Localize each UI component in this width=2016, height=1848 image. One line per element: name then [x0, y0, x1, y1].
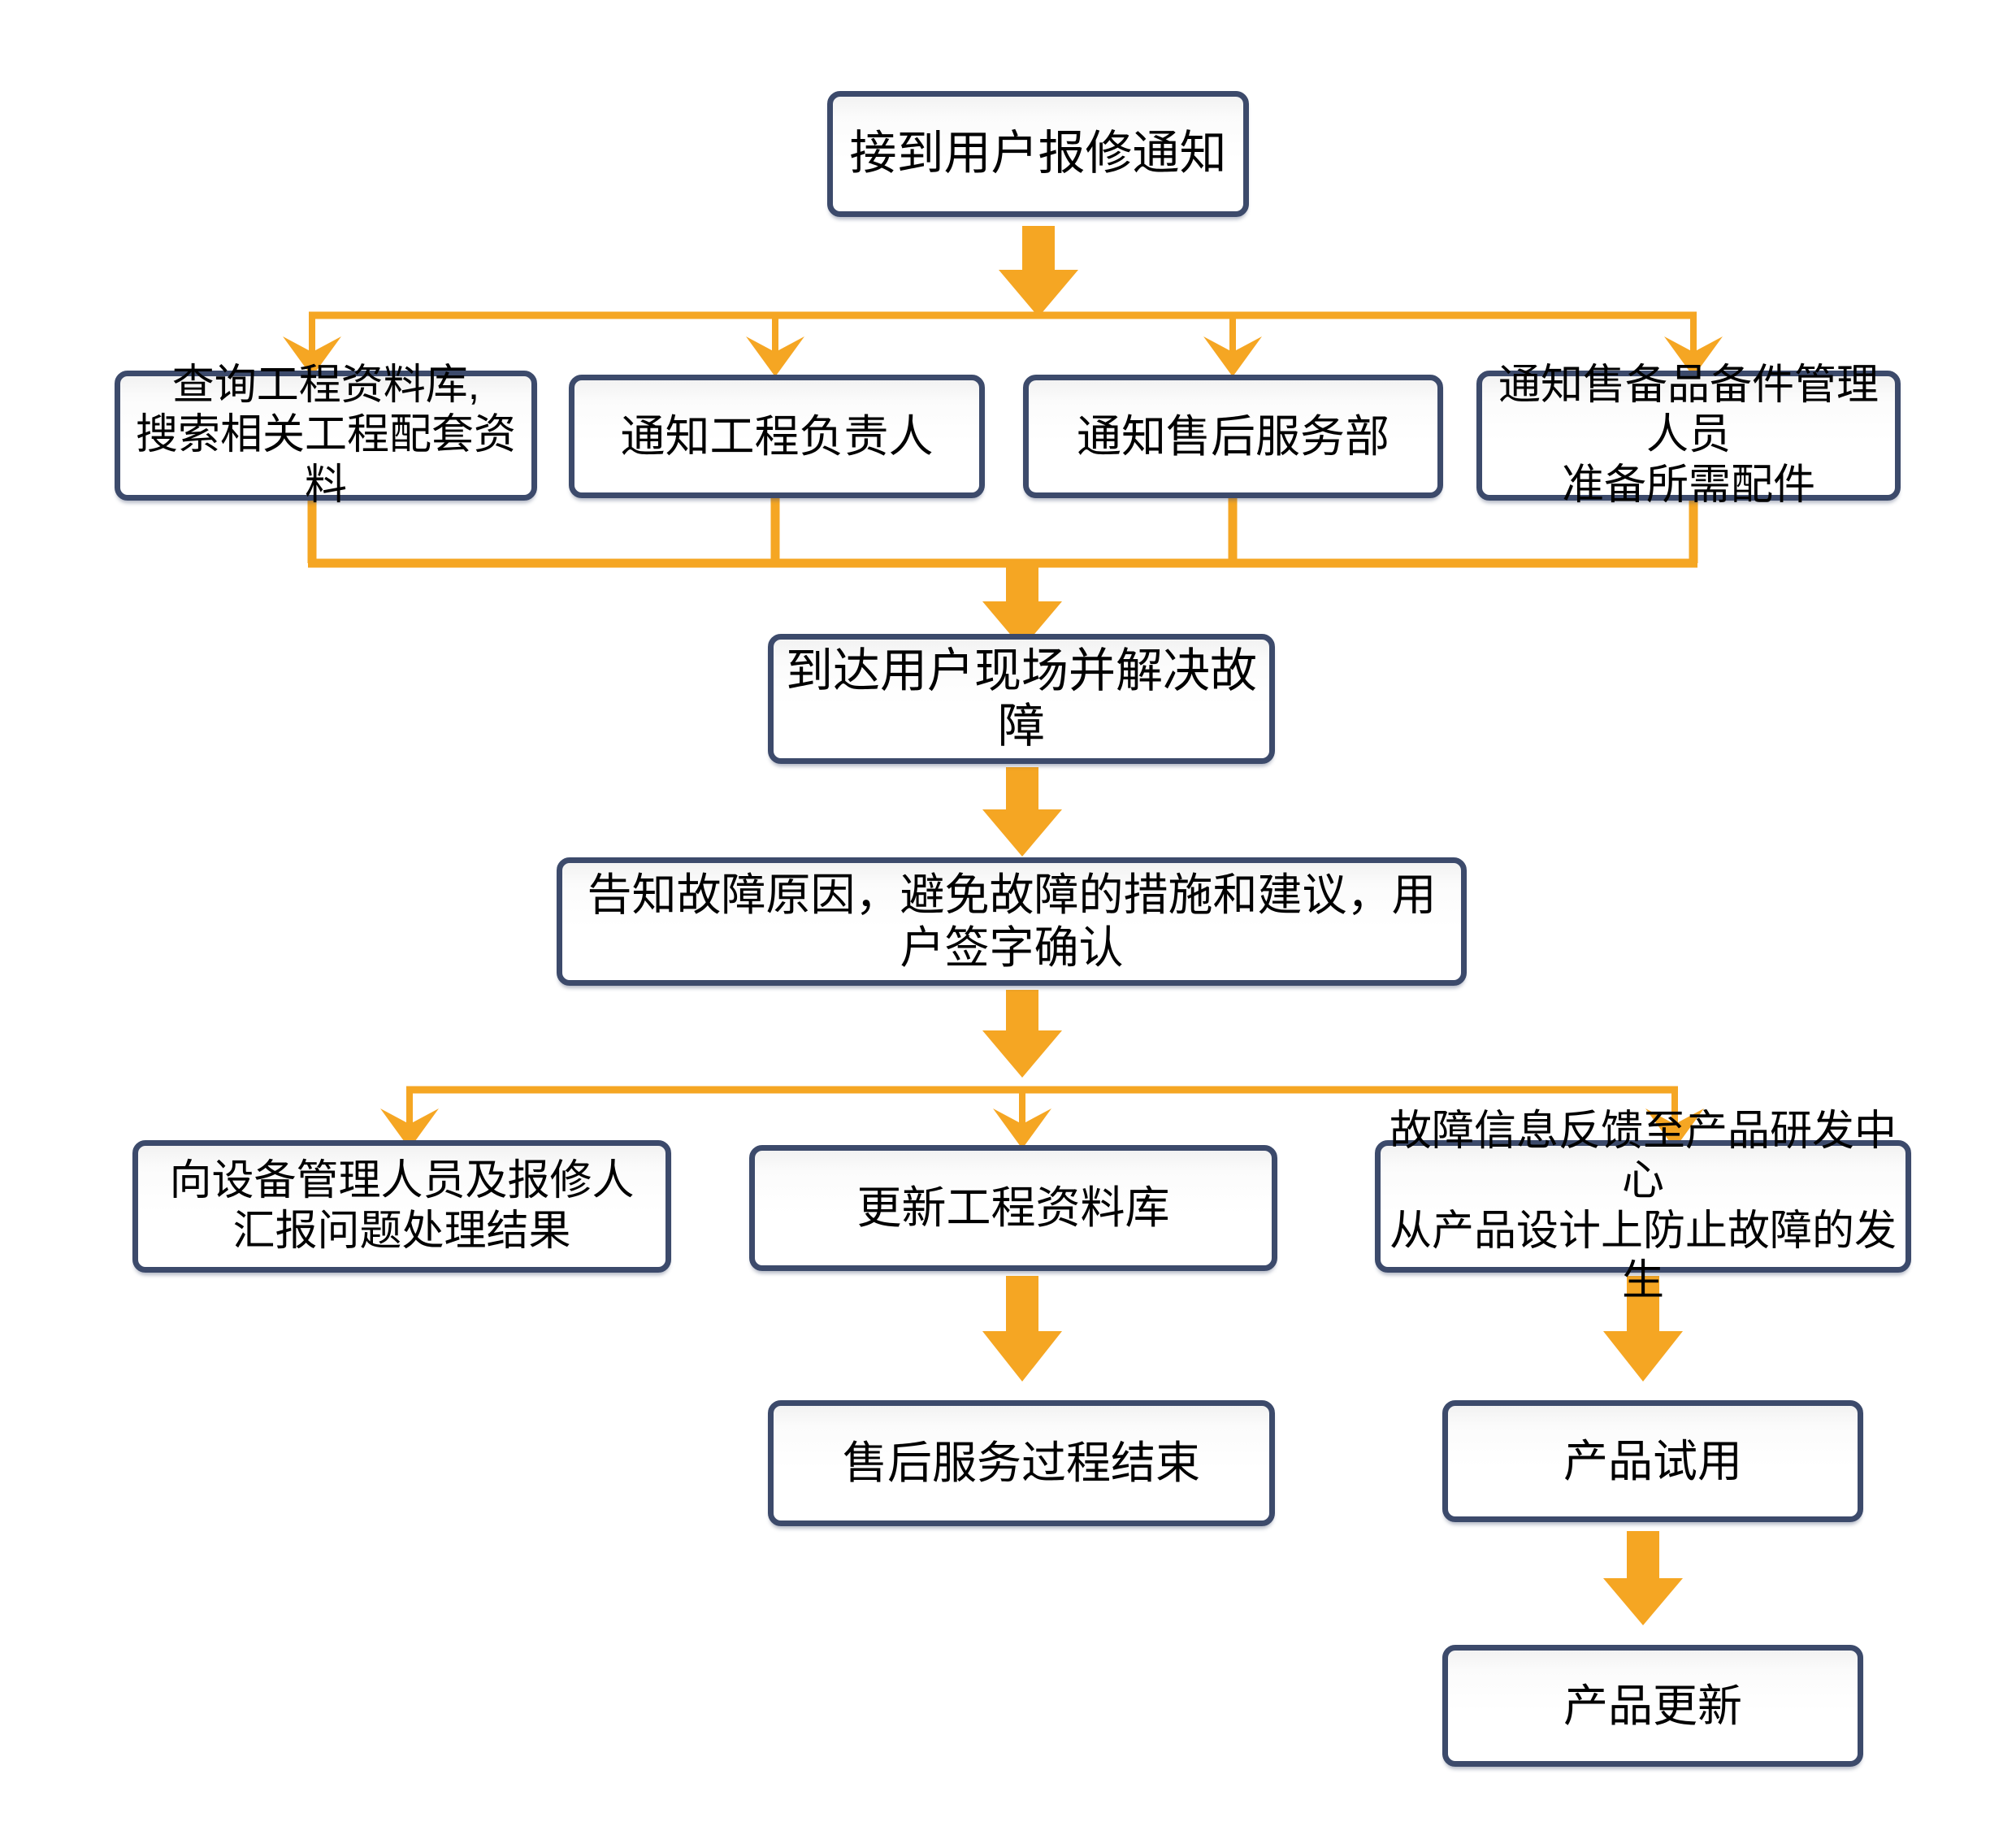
node-inform-cause-and-signoff[interactable]: 告知故障原因，避免故障的措施和建议，用户签字确认: [557, 857, 1467, 986]
node-arrive-onsite-fix-fault[interactable]: 到达用户现场并解决故障: [768, 634, 1275, 764]
node-product-trial[interactable]: 产品试用: [1442, 1400, 1863, 1522]
node-label: 接到用户报修通知: [849, 127, 1227, 180]
node-notify-after-sales-department[interactable]: 通知售后服务部: [1023, 375, 1443, 498]
arrow-n12-to-n13: [1603, 1531, 1683, 1625]
node-receive-repair-notice[interactable]: 接到用户报修通知: [827, 91, 1249, 217]
node-notify-spare-parts-manager[interactable]: 通知售备品备件管理人员 准备所需配件: [1476, 362, 1901, 509]
node-label: 通知售备品备件管理人员 准备所需配件: [1498, 361, 1879, 509]
node-label: 查询工程资料库, 搜索相关工程配套资料: [135, 361, 516, 509]
node-feedback-to-rnd-center[interactable]: 故障信息反馈至产品研发中心 从产品设计上防止故障的发生: [1375, 1108, 1911, 1304]
node-label: 到达用户现场并解决故障: [785, 644, 1257, 753]
node-label: 产品更新: [1563, 1680, 1742, 1731]
node-label: 更新工程资料库: [856, 1182, 1170, 1234]
node-query-engineering-database[interactable]: 查询工程资料库, 搜索相关工程配套资料: [115, 362, 537, 509]
node-report-results-to-managers[interactable]: 向设备管理人员及报修人 汇报问题处理结果: [132, 1140, 671, 1273]
node-label: 产品试用: [1563, 1435, 1742, 1486]
node-label: 通知售后服务部: [1076, 410, 1390, 462]
node-label: 故障信息反馈至产品研发中心 从产品设计上防止故障的发生: [1389, 1107, 1897, 1304]
split-bar-1: [283, 311, 1723, 377]
arrow-n6-to-n7: [982, 767, 1062, 857]
node-product-update[interactable]: 产品更新: [1442, 1645, 1863, 1767]
node-update-engineering-database[interactable]: 更新工程资料库: [749, 1145, 1277, 1271]
node-label: 售后服务过程结束: [842, 1438, 1200, 1489]
arrow-n1-to-split1: [999, 226, 1078, 317]
node-label: 向设备管理人员及报修人 汇报问题处理结果: [169, 1157, 635, 1255]
node-label: 通知工程负责人: [620, 410, 934, 462]
node-label: 告知故障原因，避免故障的措施和建议，用户签字确认: [587, 870, 1437, 973]
node-after-sales-process-end[interactable]: 售后服务过程结束: [768, 1400, 1275, 1526]
arrow-n9-to-n11: [982, 1276, 1062, 1382]
arrow-n7-to-split2: [982, 990, 1062, 1078]
node-notify-project-manager[interactable]: 通知工程负责人: [569, 375, 985, 498]
